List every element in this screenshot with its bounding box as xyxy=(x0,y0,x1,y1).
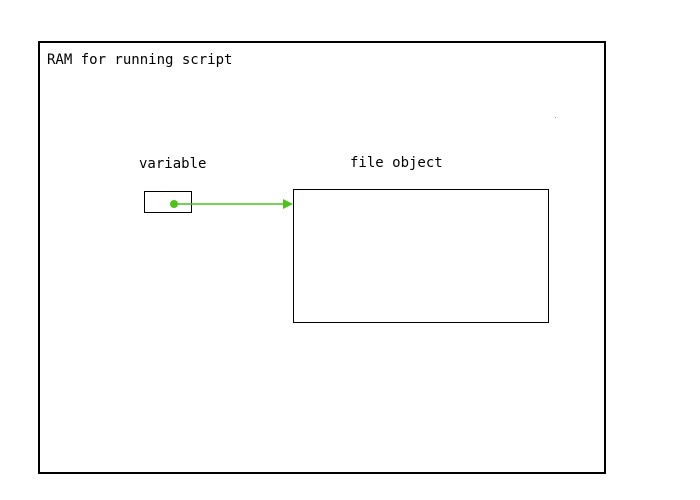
stray-mark xyxy=(555,117,556,118)
ram-container xyxy=(38,41,606,474)
file-object-box xyxy=(293,189,549,323)
variable-box xyxy=(144,191,192,213)
ram-container-title: RAM for running script xyxy=(47,52,233,68)
variable-label: variable xyxy=(139,156,207,172)
file-object-label: file object xyxy=(350,155,443,171)
